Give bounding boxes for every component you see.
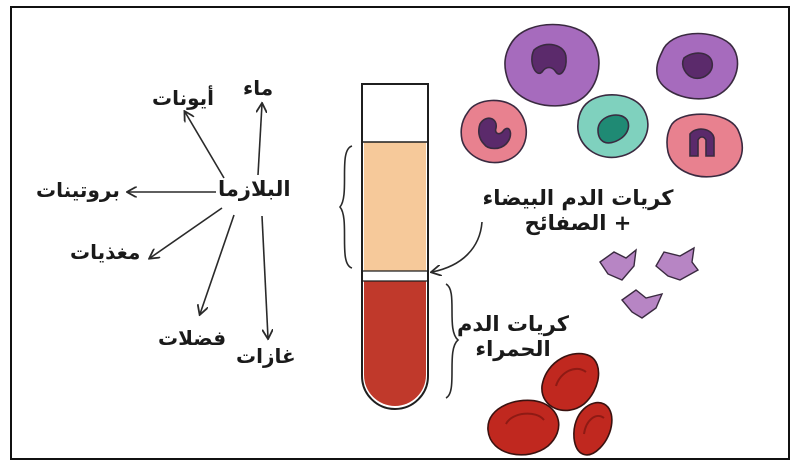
label-nutrients: مغذيات	[70, 240, 140, 264]
label-plasma: البلازما	[218, 177, 291, 202]
wbc-cell	[657, 34, 738, 99]
arrow-to-gases	[262, 216, 268, 338]
plasma-layer	[364, 142, 426, 271]
label-red-cells-line1: كريات الدم	[448, 312, 578, 337]
label-water: ماء	[243, 76, 273, 100]
wbc-cell	[505, 25, 599, 106]
platelets	[600, 248, 698, 318]
label-proteins: بروتينات	[36, 178, 120, 202]
wbc-cell	[667, 114, 742, 177]
platelet	[600, 250, 636, 280]
platelet	[622, 290, 662, 318]
arrow-to-ions	[185, 112, 224, 178]
label-wbc-platelets-line1: كريات الدم البيضاء	[478, 186, 678, 211]
label-wbc-platelets-line2: + الصفائح	[478, 211, 678, 236]
label-red-cells: كريات الدم الحمراء	[448, 312, 578, 362]
red-cell-layer	[364, 281, 426, 406]
plasma-brace	[340, 146, 352, 268]
plasma-arrows	[128, 104, 268, 338]
label-wastes: فضلات	[158, 326, 226, 350]
label-wbc-platelets: كريات الدم البيضاء + الصفائح	[478, 186, 678, 236]
red-blood-cells	[488, 354, 612, 455]
test-tube	[362, 84, 428, 409]
rbc-cell	[488, 400, 559, 455]
label-gases: غازات	[236, 344, 296, 368]
wbc-cell	[461, 100, 526, 162]
platelet	[656, 248, 698, 280]
arrow-to-nutrients	[150, 208, 222, 258]
label-ions: أيونات	[152, 86, 214, 110]
wbc-cell	[578, 95, 648, 158]
arrow-to-water	[258, 104, 262, 175]
white-blood-cells	[461, 25, 742, 177]
label-red-cells-line2: الحمراء	[448, 337, 578, 362]
arrow-to-buffy-coat	[432, 222, 482, 272]
rbc-cell	[574, 403, 612, 455]
arrow-to-wastes	[200, 215, 234, 314]
